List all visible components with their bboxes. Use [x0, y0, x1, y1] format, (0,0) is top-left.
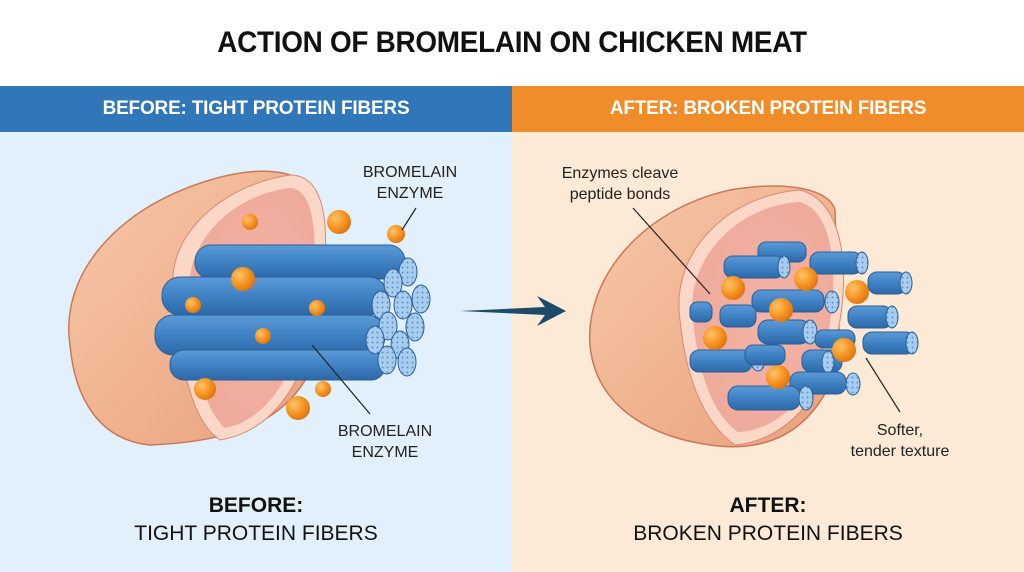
before-banner: BEFORE: TIGHT PROTEIN FIBERS — [0, 86, 512, 132]
label-line: tender texture — [850, 443, 950, 460]
label-line: peptide bonds — [569, 186, 671, 203]
bromelain-enzyme-label-top: BROMELAIN ENZYME — [345, 162, 475, 204]
enzyme-dot — [315, 381, 331, 397]
enzyme-dot — [845, 280, 869, 304]
before-enzymes — [185, 210, 405, 420]
before-caption: BEFORE: TIGHT PROTEIN FIBERS — [0, 492, 512, 548]
arrow-icon — [460, 296, 566, 326]
before-fiber-bundle — [154, 244, 431, 381]
enzyme-dot — [255, 328, 271, 344]
after-broken-fibers — [689, 241, 919, 411]
label-line: ENZYME — [351, 444, 419, 461]
enzyme-dot — [766, 365, 790, 389]
leader-line-bottom — [311, 344, 371, 415]
enzyme-dot — [286, 396, 310, 420]
label-line: Enzymes cleave — [561, 165, 679, 182]
enzyme-dot — [387, 225, 405, 243]
softer-texture-label: Softer, tender texture — [825, 420, 975, 462]
after-banner: AFTER: BROKEN PROTEIN FIBERS — [512, 86, 1024, 132]
after-enzymes — [703, 267, 869, 389]
leader-line-bottom — [865, 357, 901, 413]
label-line: ENZYME — [376, 185, 444, 202]
after-caption: AFTER: BROKEN PROTEIN FIBERS — [512, 492, 1024, 548]
enzyme-dot — [242, 214, 258, 230]
enzyme-dot — [327, 210, 351, 234]
enzyme-dot — [194, 378, 216, 400]
leader-line-top — [401, 207, 417, 231]
enzyme-dot — [794, 267, 818, 291]
enzyme-dot — [721, 276, 745, 300]
label-line: BROMELAIN — [362, 164, 458, 181]
label-line: Softer, — [876, 422, 924, 439]
enzyme-dot — [185, 297, 201, 313]
enzyme-dot — [832, 338, 856, 362]
before-caption-sub: TIGHT PROTEIN FIBERS — [134, 522, 378, 545]
leader-line-top — [632, 207, 711, 295]
enzyme-dot — [769, 298, 793, 322]
enzyme-dot — [231, 267, 255, 291]
bromelain-enzyme-label-bottom: BROMELAIN ENZYME — [320, 421, 450, 463]
label-line: BROMELAIN — [337, 423, 433, 440]
after-caption-sub: BROKEN PROTEIN FIBERS — [633, 522, 903, 545]
before-caption-head: BEFORE: — [208, 494, 304, 517]
enzyme-dot — [309, 300, 325, 316]
enzymes-cleave-label: Enzymes cleave peptide bonds — [540, 163, 700, 205]
diagram-title: ACTION OF BROMELAIN ON CHICKEN MEAT — [217, 26, 807, 59]
after-caption-head: AFTER: — [729, 494, 807, 517]
enzyme-dot — [703, 326, 727, 350]
